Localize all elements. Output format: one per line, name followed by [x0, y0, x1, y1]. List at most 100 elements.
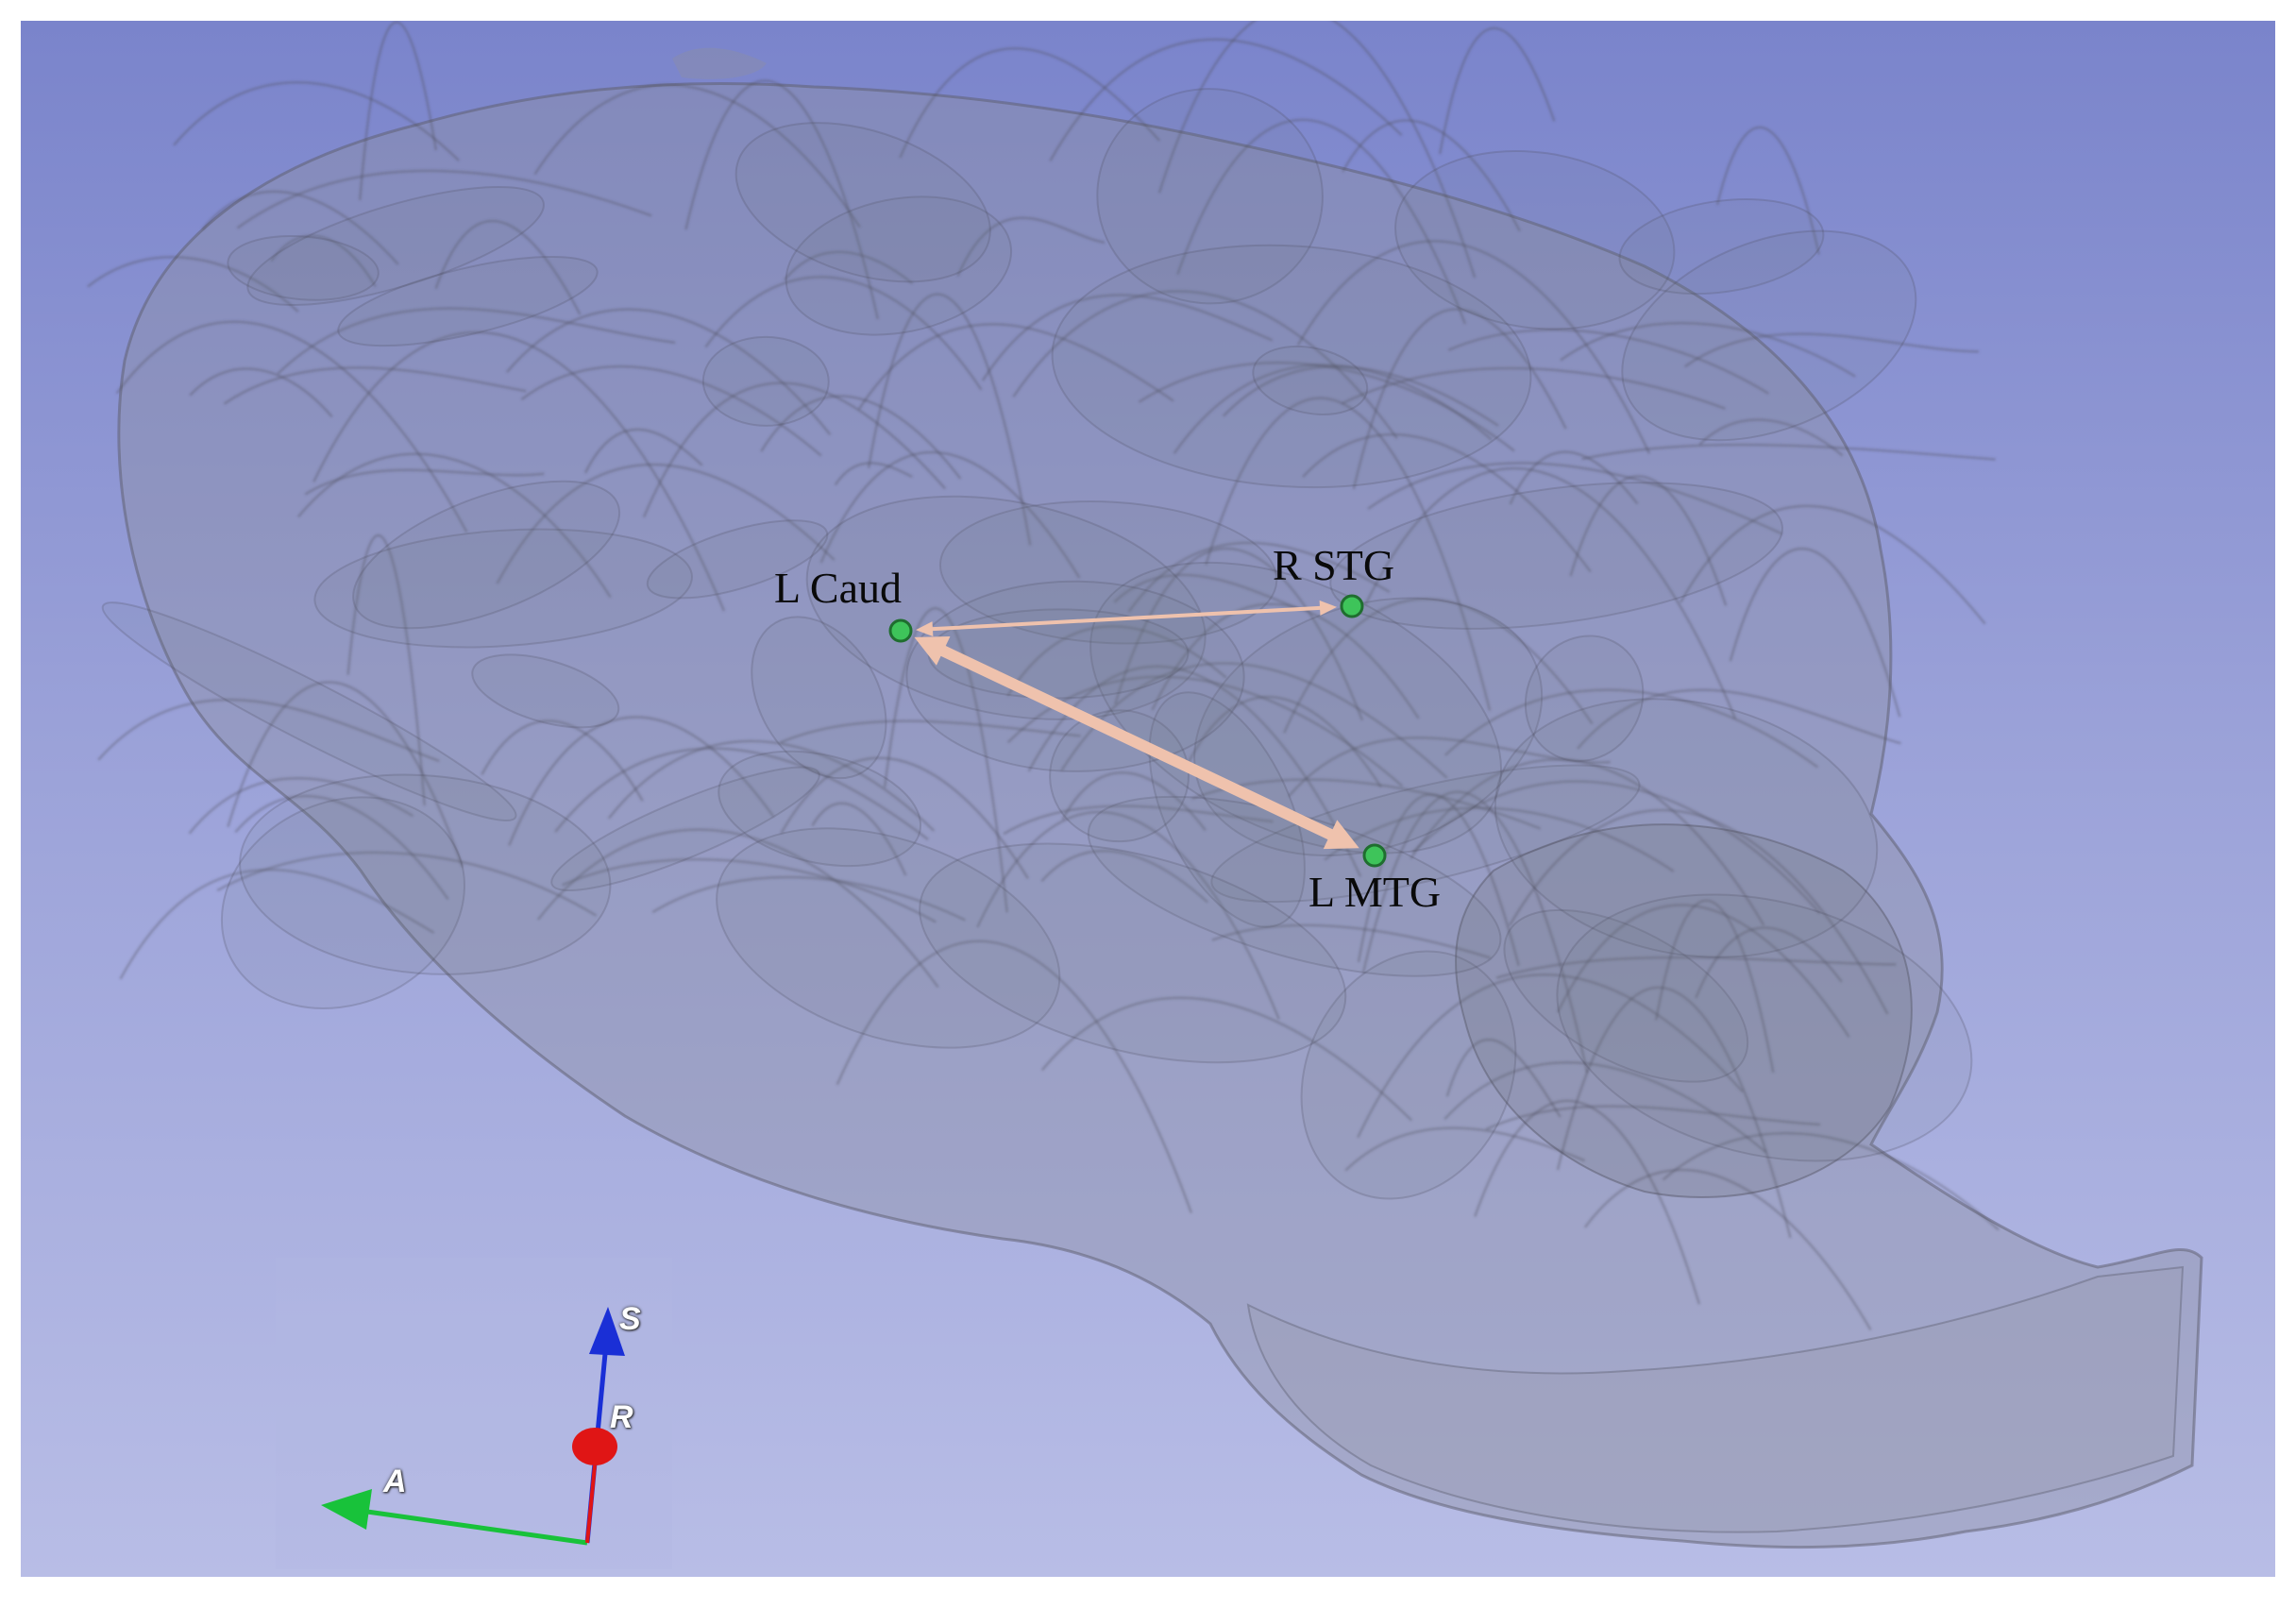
anterior-arrow-icon	[321, 1489, 372, 1530]
edge-arrowhead	[1319, 600, 1338, 616]
fold-curve	[304, 468, 545, 496]
fold-curve	[1583, 1168, 1872, 1331]
fold-curve	[1495, 956, 1897, 979]
fold-curve	[1186, 695, 1382, 788]
edge-arrowhead	[915, 621, 934, 637]
fold-curve	[1698, 418, 1844, 457]
fold-patch	[751, 616, 887, 780]
fold-curve	[1438, 26, 1556, 155]
fold-patch	[1329, 482, 1783, 630]
fold-patch	[1210, 764, 1641, 904]
fold-curve	[760, 395, 962, 480]
fold-curve	[1509, 450, 1639, 505]
fold-curve	[811, 802, 907, 876]
fold-curve	[1581, 443, 1996, 461]
connection-edges	[914, 600, 1359, 850]
fold-patch	[246, 186, 545, 307]
fold-curve	[1576, 688, 1901, 750]
fold-patch	[1394, 149, 1676, 330]
fold-curve	[783, 250, 914, 285]
fold-curve	[533, 83, 861, 229]
node-r-stg[interactable]	[1340, 594, 1364, 618]
region-nodes	[888, 594, 1387, 868]
fold-patch	[701, 335, 830, 427]
fold-curve	[1445, 1038, 1562, 1118]
fold-curve	[227, 681, 464, 868]
fold-curve	[189, 367, 333, 418]
fold-curve	[173, 81, 460, 162]
fold-curve	[981, 294, 1274, 381]
fold-curve	[1113, 573, 1299, 610]
fold-curve	[1324, 806, 1675, 872]
fold-curve	[346, 533, 426, 806]
fold-patch	[337, 255, 599, 347]
fold-patch	[805, 495, 1207, 720]
node-l-caud[interactable]	[888, 618, 913, 643]
fold-curve	[1138, 361, 1515, 452]
fold-curve	[642, 381, 947, 518]
fold-curve	[520, 364, 822, 457]
fold-patch	[1618, 197, 1825, 296]
fold-curve	[1357, 793, 1520, 967]
fold-curve	[1443, 688, 1819, 769]
edge-arrowhead	[914, 636, 951, 666]
fold-curve	[883, 607, 1008, 913]
fold-curve	[857, 323, 1174, 411]
fold-curve	[1344, 1126, 1586, 1172]
node-l-mtg[interactable]	[1362, 843, 1387, 868]
fold-curve	[1357, 973, 1744, 1139]
fold-patch	[239, 773, 612, 975]
fold-patch	[1621, 229, 1917, 442]
fold-patch	[1556, 893, 1973, 1162]
anterior-axis	[360, 1508, 588, 1546]
edge-arrowhead	[1323, 820, 1359, 850]
fold-curve	[1474, 1099, 1701, 1305]
fold-curve	[508, 716, 775, 847]
fold-patch	[1252, 345, 1369, 415]
fold-curve	[1729, 547, 1901, 718]
fold-patch	[919, 842, 1347, 1064]
fold-patch	[227, 235, 380, 301]
fold-curve	[1040, 996, 1413, 1122]
fold-curve	[1157, 21, 1477, 279]
fold-curve	[1509, 808, 1889, 1015]
fold-curve	[1680, 504, 1986, 625]
axis-label-anterior: A	[383, 1464, 407, 1499]
fold-curve	[1560, 321, 1856, 378]
fold-patch	[352, 480, 621, 630]
fold-curve	[1364, 467, 1737, 719]
fold-curve	[1367, 462, 1783, 535]
fold-curve	[270, 234, 377, 288]
fold-curve	[1715, 126, 1820, 255]
fold-curve	[119, 868, 435, 980]
fold-patch	[1087, 795, 1502, 977]
3d-viewport[interactable]: L Caud R STG L MTG S R A	[21, 21, 2275, 1577]
fold-patch	[1193, 597, 1544, 857]
fold-patch	[785, 195, 1013, 336]
fold-curve	[1173, 364, 1493, 454]
fold-curve	[1342, 119, 1521, 232]
fold-curve	[1296, 240, 1651, 454]
fold-curve	[201, 190, 399, 265]
superior-arrow-icon	[589, 1307, 625, 1356]
fold-curve	[836, 939, 1193, 1213]
fold-curve	[1569, 475, 1728, 606]
orientation-marker	[276, 1258, 672, 1569]
fold-curve	[496, 463, 836, 584]
fold-curve	[562, 857, 937, 923]
fold-curve	[236, 169, 652, 229]
fold-curve	[358, 21, 438, 201]
fold-curve	[834, 462, 913, 486]
fold-curve	[684, 79, 880, 320]
fold-curve	[1283, 597, 1594, 734]
fold-curve	[1361, 790, 1589, 1074]
fold-curve	[234, 795, 449, 901]
fold-curve	[434, 219, 582, 315]
fold-curve	[899, 47, 1161, 159]
fold-curve	[1302, 433, 1592, 573]
fold-curve	[1411, 780, 1821, 915]
fold-curve	[505, 308, 832, 436]
fold-patch	[1524, 635, 1645, 763]
fold-curve	[223, 366, 527, 405]
right-axis-dot	[572, 1428, 617, 1465]
